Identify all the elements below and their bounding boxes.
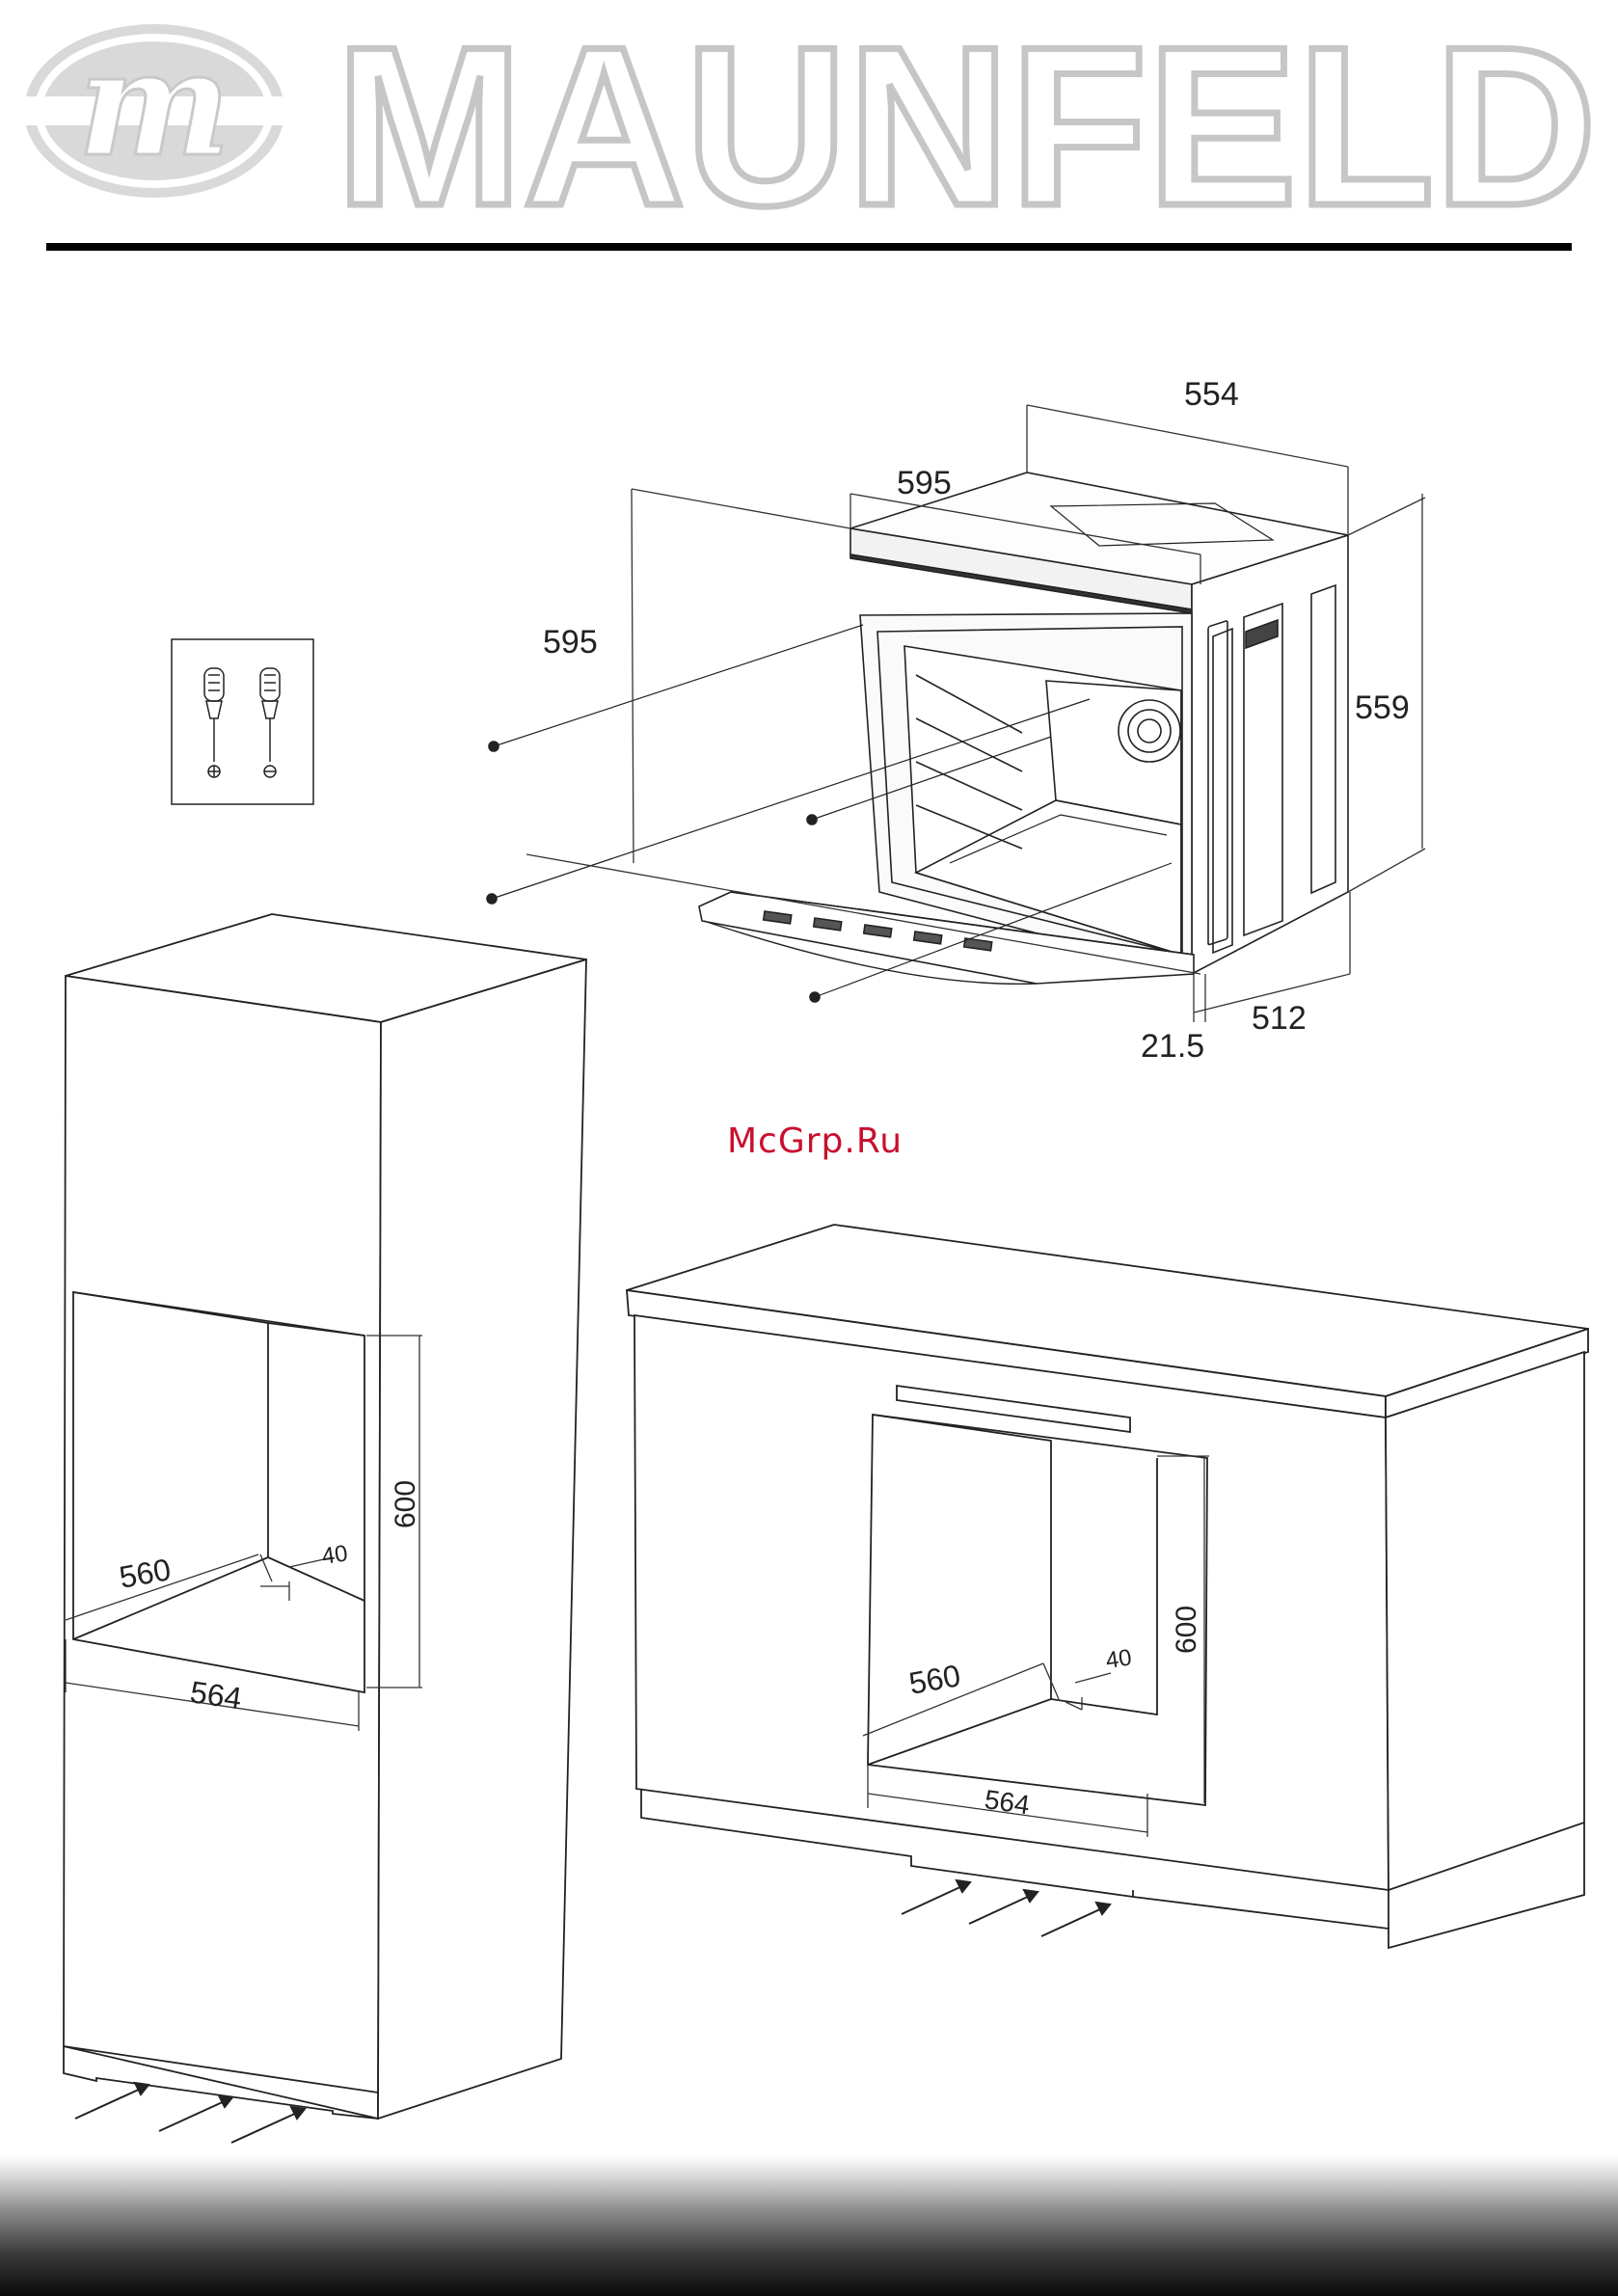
footer-gradient-band (0, 2155, 1618, 2296)
under-counter-cabinet (627, 1225, 1588, 1948)
svg-text:m: m (78, 19, 231, 189)
flathead-screwdriver-icon (260, 668, 280, 777)
maunfeld-m-logo-icon: m (19, 19, 289, 198)
phillips-screwdriver-icon (204, 668, 224, 777)
dim-oven-height-side: 559 (1355, 689, 1410, 726)
watermark-text: McGrp.Ru (675, 1121, 955, 1161)
dim-column-vent-gap: 40 (320, 1540, 349, 1569)
dim-column-niche-width: 564 (188, 1674, 244, 1715)
dim-counter-niche-width: 564 (983, 1784, 1032, 1820)
header-rule (46, 243, 1572, 251)
dim-oven-width-front: 595 (897, 465, 952, 501)
brand-header: m MAUNFELD (19, 0, 1597, 253)
dim-counter-vent-gap: 40 (1104, 1644, 1133, 1673)
dim-oven-height-front: 595 (543, 624, 598, 661)
brand-wordmark: MAUNFELD (336, 0, 1597, 253)
column-cabinet (64, 914, 586, 2119)
dim-counter-niche-height: 600 (1171, 1606, 1202, 1654)
tools-box (172, 639, 313, 804)
dim-oven-front-thickness: 21.5 (1141, 1028, 1204, 1065)
oven-drawing (487, 473, 1348, 1002)
dim-oven-depth: 512 (1252, 1000, 1307, 1037)
dim-oven-width-top: 554 (1184, 376, 1239, 413)
dim-column-niche-height: 600 (390, 1480, 421, 1528)
